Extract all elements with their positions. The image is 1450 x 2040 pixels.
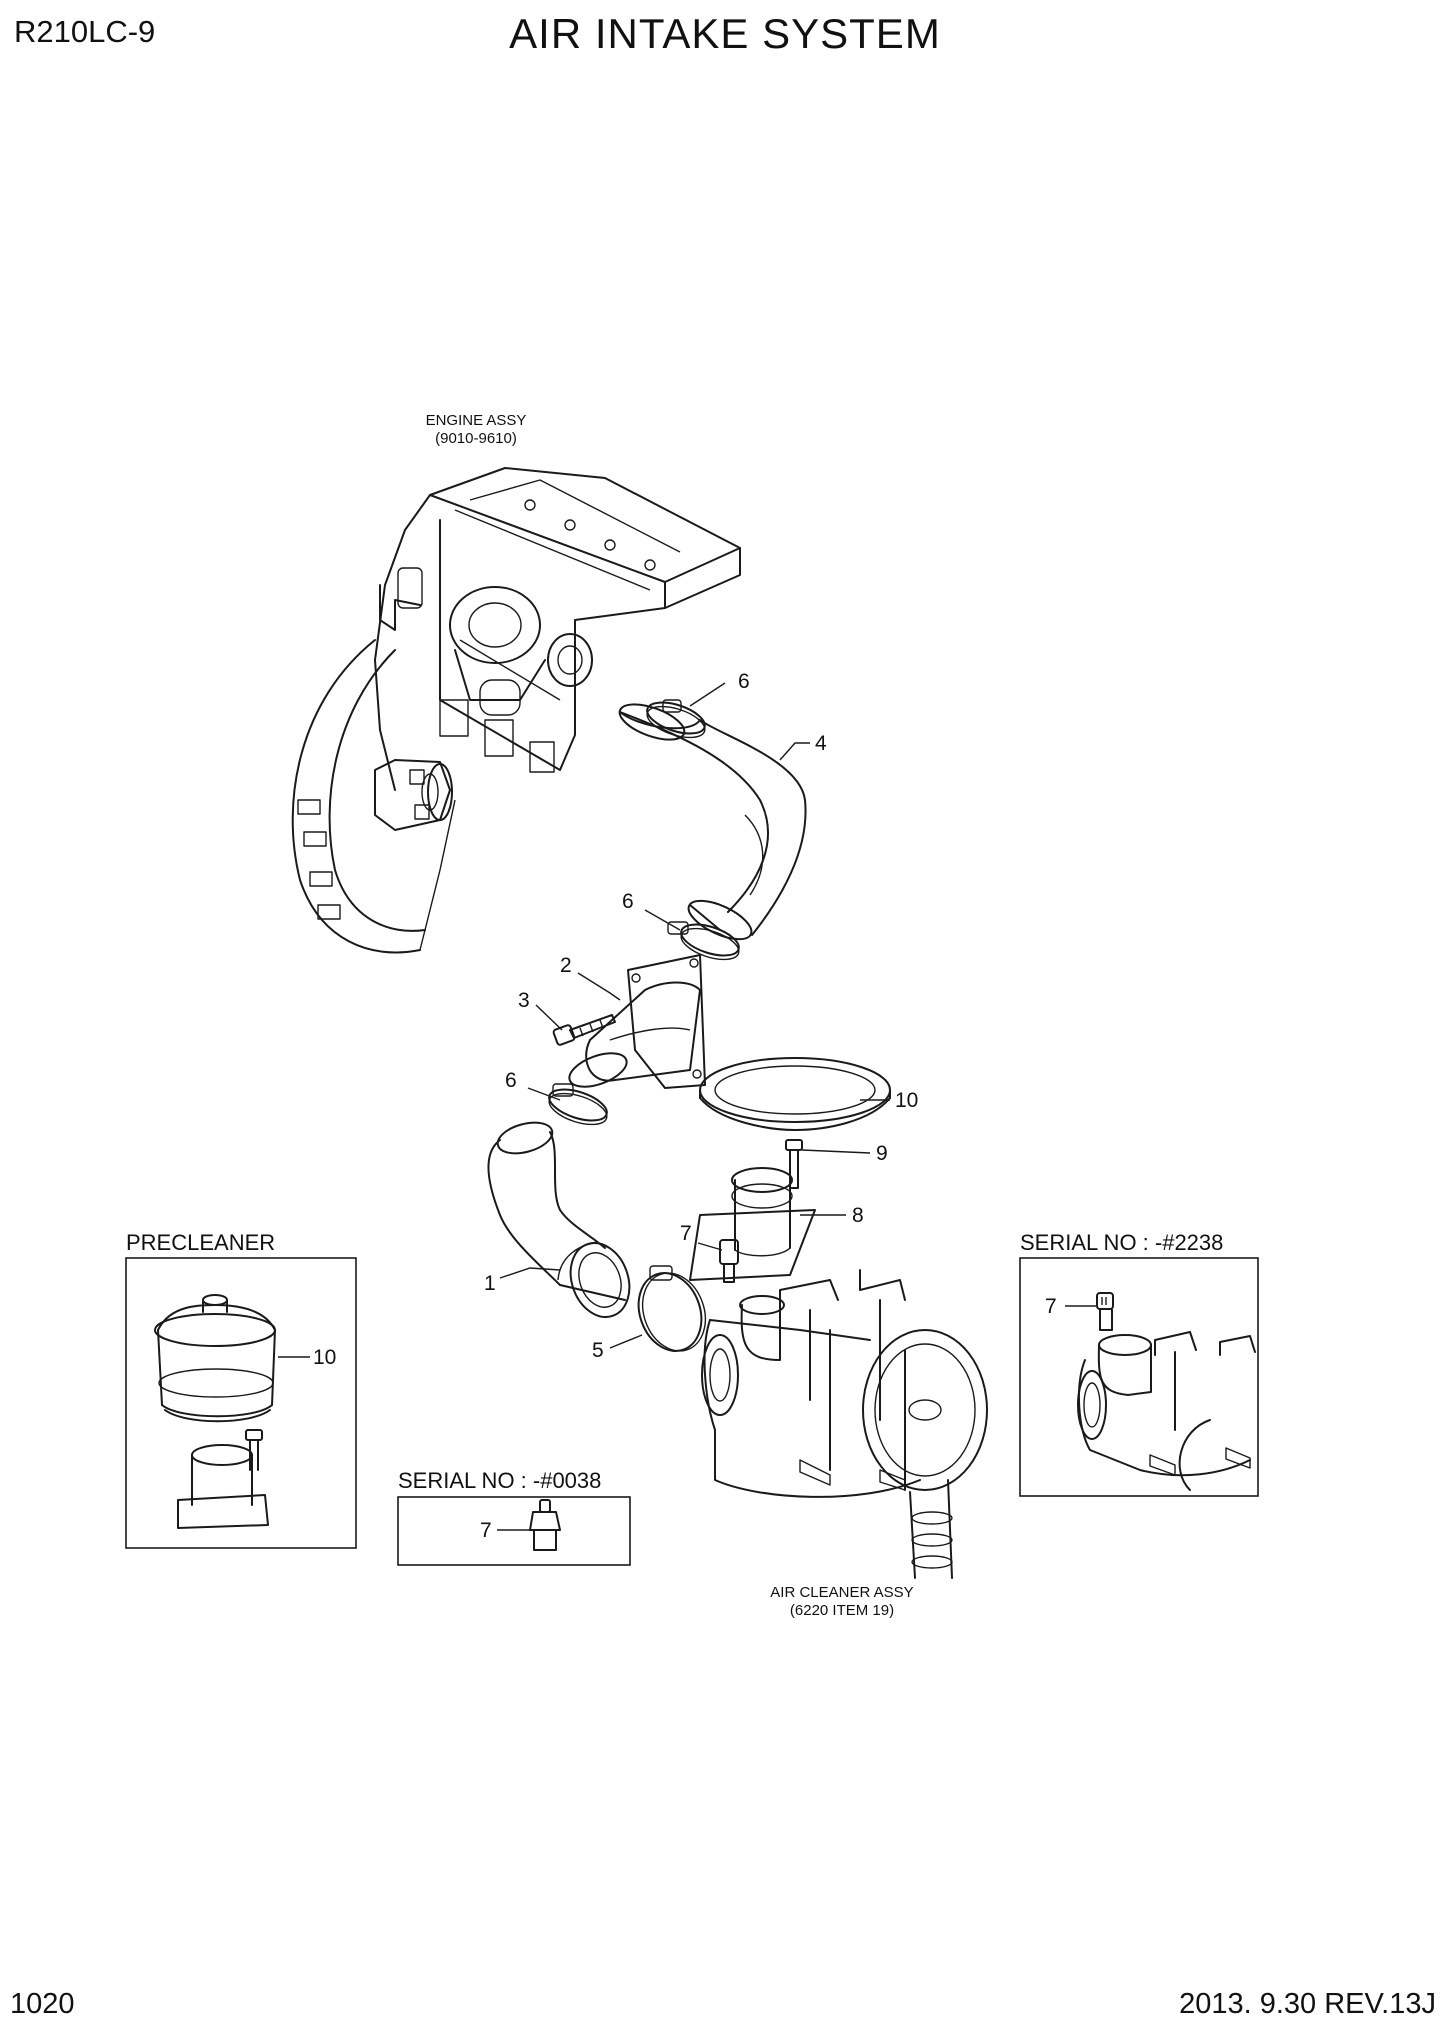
callout-10-main: 10 bbox=[895, 1089, 918, 1112]
engine-assy-label: ENGINE ASSY bbox=[426, 412, 527, 429]
serial-0038-heading: SERIAL NO : -#0038 bbox=[398, 1468, 601, 1493]
callout-9: 9 bbox=[876, 1142, 888, 1165]
air-cleaner-assy-label: AIR CLEANER ASSY bbox=[770, 1584, 913, 1601]
hose-upper-elbow bbox=[618, 703, 807, 941]
callout-2: 2 bbox=[560, 954, 572, 977]
flange-bolt bbox=[552, 1014, 616, 1046]
serial-2238-inset: SERIAL NO : -#2238 7 bbox=[1019, 1230, 1259, 1497]
callout-6-lower: 6 bbox=[505, 1069, 517, 1092]
intake-pipe-with-flange bbox=[568, 954, 706, 1089]
callout-7-serial-2238: 7 bbox=[1045, 1295, 1057, 1318]
callout-3: 3 bbox=[518, 989, 530, 1012]
precleaner-inset: PRECLEANER 10 bbox=[125, 1230, 357, 1549]
callout-4: 4 bbox=[815, 732, 827, 755]
hose-clamp-middle bbox=[667, 921, 740, 961]
callout-7-serial-0038: 7 bbox=[480, 1519, 492, 1542]
page-number: 1020 bbox=[10, 1988, 75, 2020]
hose-lower-elbow bbox=[487, 1121, 631, 1318]
page-title: AIR INTAKE SYSTEM bbox=[509, 10, 941, 57]
engine-assy-ref: (9010-9610) bbox=[435, 430, 517, 447]
callout-10-precleaner: 10 bbox=[313, 1346, 336, 1369]
callout-7-main: 7 bbox=[680, 1222, 692, 1245]
air-cleaner-assy-ref: (6220 ITEM 19) bbox=[790, 1602, 894, 1619]
hose-clamp-top bbox=[646, 699, 706, 739]
air-cleaner-assembly bbox=[689, 1057, 988, 1579]
callout-1: 1 bbox=[484, 1272, 496, 1295]
hose-clamp-lower bbox=[548, 1083, 608, 1126]
callout-8: 8 bbox=[852, 1204, 864, 1227]
callout-5: 5 bbox=[592, 1339, 604, 1362]
callout-6-top: 6 bbox=[738, 670, 750, 693]
precleaner-heading: PRECLEANER bbox=[126, 1230, 275, 1255]
serial-2238-heading: SERIAL NO : -#2238 bbox=[1020, 1230, 1223, 1255]
serial-0038-inset: SERIAL NO : -#0038 7 bbox=[397, 1468, 631, 1566]
engine-assembly bbox=[291, 467, 741, 954]
callout-leaders bbox=[499, 682, 890, 1349]
revision-date: 2013. 9.30 REV.13J bbox=[1179, 1988, 1436, 2020]
callout-6-middle: 6 bbox=[622, 890, 634, 913]
model-number: R210LC-9 bbox=[14, 14, 156, 49]
hose-clamp-bottom bbox=[637, 1265, 707, 1352]
